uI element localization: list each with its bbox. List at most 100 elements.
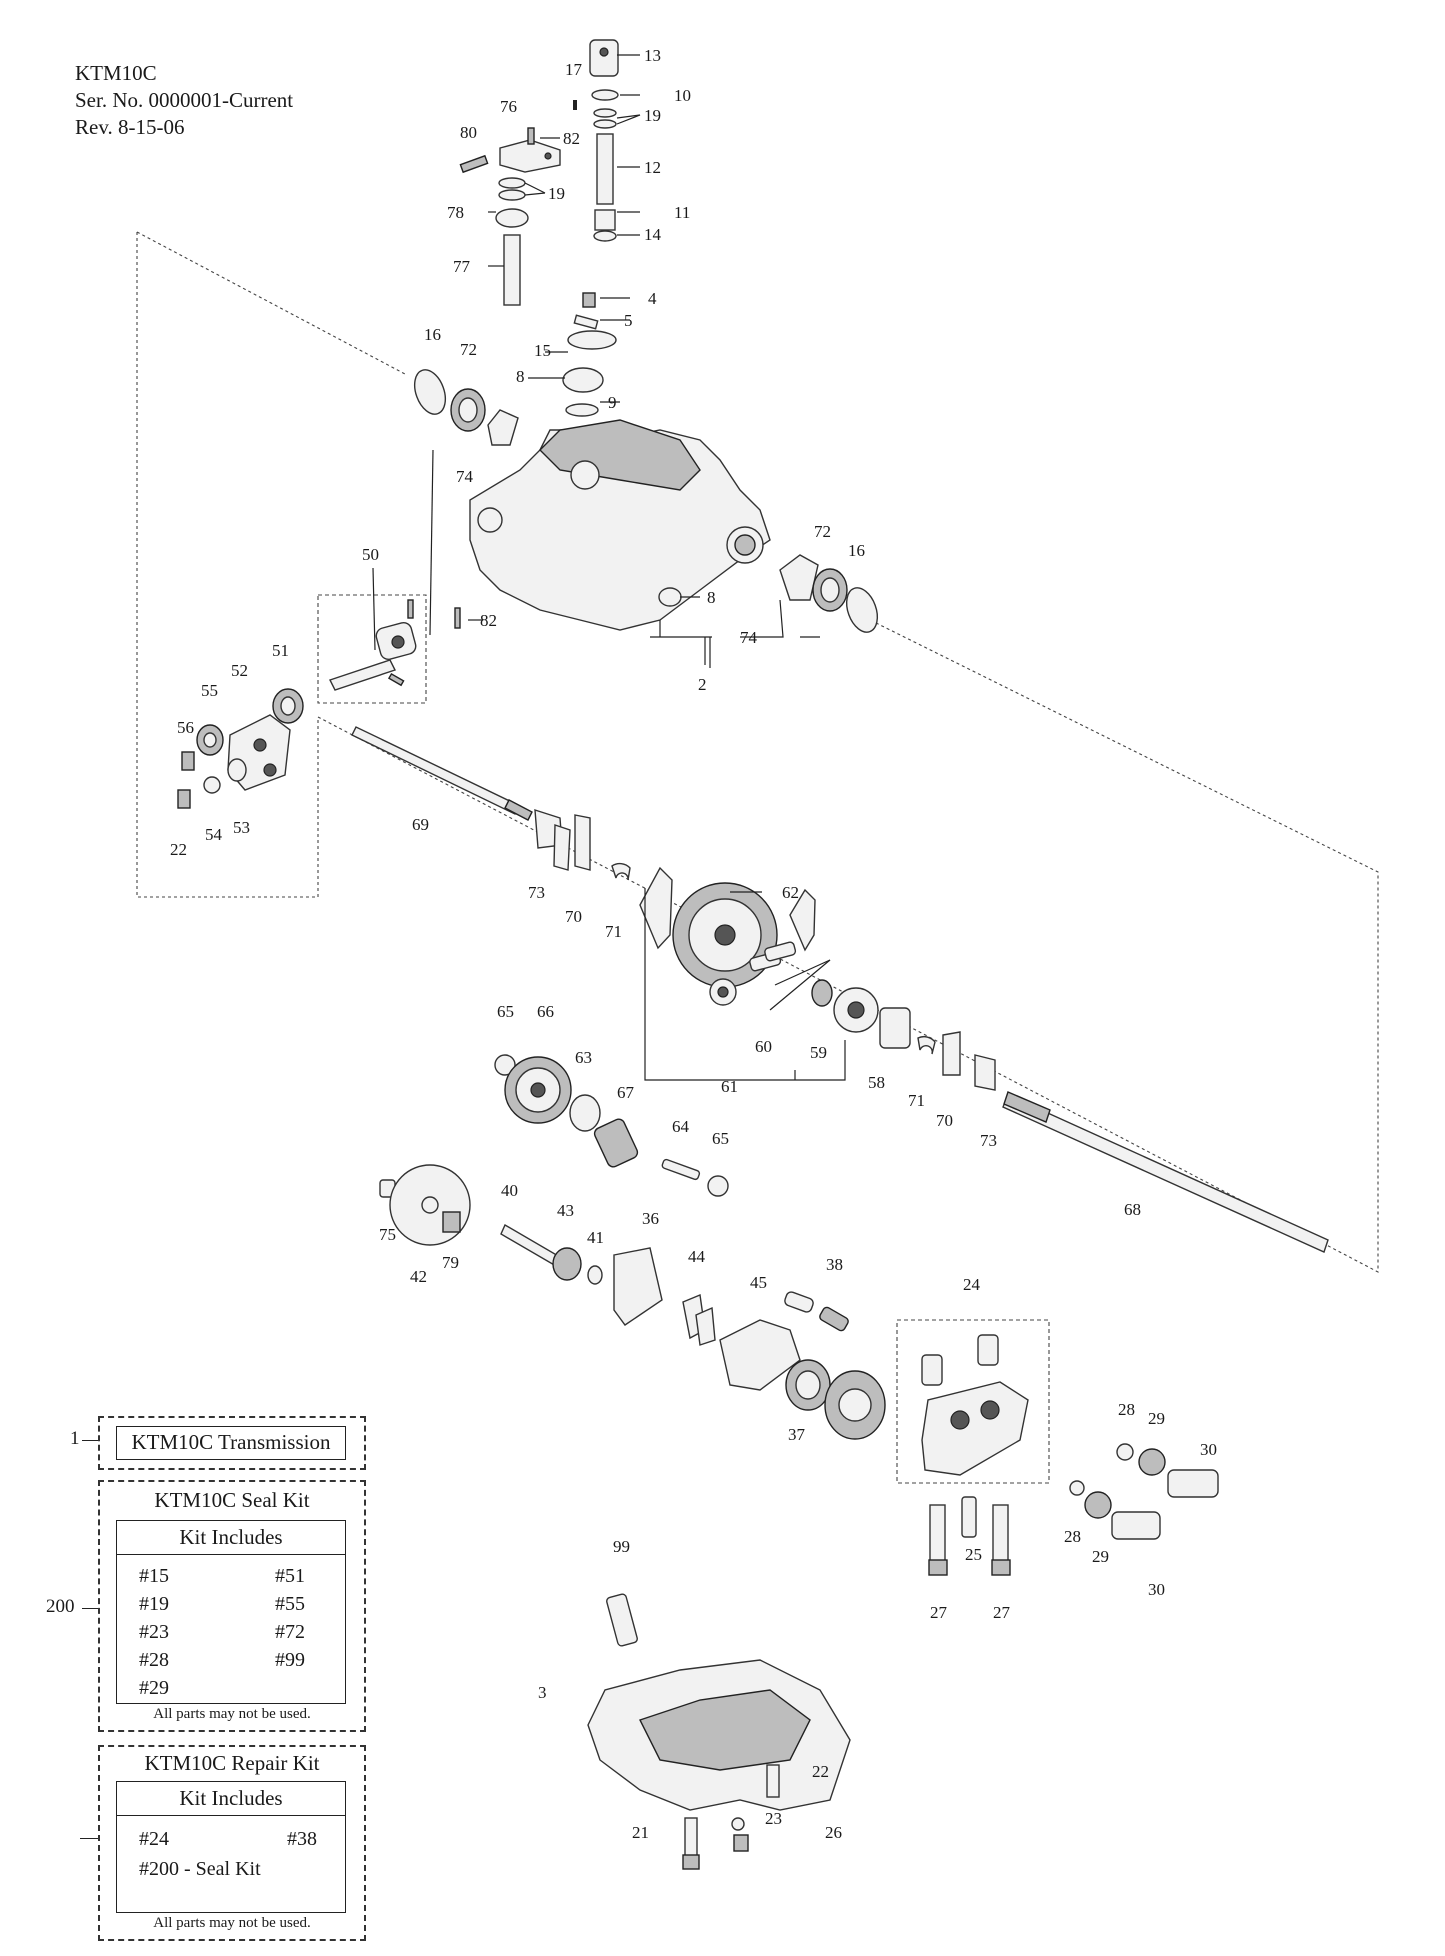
callout-13: 13 (644, 46, 661, 65)
callout-70-left: 70 (565, 907, 582, 926)
callout-66: 66 (537, 1002, 554, 1021)
callout-29-lower: 29 (1092, 1547, 1109, 1566)
seal-kit-inner: Kit Includes #15 #19 #23 #28 #29 #51 #55… (116, 1520, 346, 1704)
callout-45: 45 (750, 1273, 767, 1292)
callout-22-left: 22 (170, 840, 187, 859)
callout-52: 52 (231, 661, 248, 680)
kit-number-seal: 200 (46, 1596, 75, 1617)
repair-kit-subtitle: Kit Includes (179, 1786, 283, 1810)
callout-28-lower: 28 (1064, 1527, 1081, 1546)
reduction-gear-group (494, 1054, 729, 1197)
callout-36: 36 (642, 1209, 659, 1228)
callout-37: 37 (788, 1425, 806, 1444)
seal-kit-item: #72 (275, 1621, 305, 1643)
callout-28-top: 28 (1118, 1400, 1135, 1419)
axle-shaft-right (1002, 1091, 1329, 1253)
callout-55: 55 (201, 681, 218, 700)
repair-kit-item: #200 - Seal Kit (139, 1858, 261, 1880)
repair-kit-item: #24 (139, 1828, 169, 1850)
kit-leader-200 (82, 1608, 98, 1609)
repair-kit-box: KTM10C Repair Kit Kit Includes #24 #38 #… (98, 1745, 366, 1941)
callout-8-top: 8 (516, 367, 525, 386)
callout-62: 62 (782, 883, 799, 902)
revision-date: Rev. 8-15-06 (75, 115, 185, 139)
control-arm-parts (459, 39, 619, 306)
seal-kit-item: #15 (139, 1565, 169, 1587)
callout-9: 9 (608, 393, 617, 412)
callout-59: 59 (810, 1043, 827, 1062)
callout-21: 21 (632, 1823, 649, 1842)
seal-kit-item: #28 (139, 1649, 169, 1671)
transmission-kit-title: KTM10C Transmission (131, 1430, 331, 1454)
input-shaft-group (379, 1164, 886, 1440)
callout-72-left: 72 (460, 340, 477, 359)
callout-17: 17 (565, 60, 583, 79)
seal-kit-item: #23 (139, 1621, 169, 1643)
callout-27-right: 27 (993, 1603, 1011, 1622)
differential-group (611, 862, 996, 1091)
callout-69: 69 (412, 815, 429, 834)
seal-kit-item: #99 (275, 1649, 305, 1671)
callout-30-lower: 30 (1148, 1580, 1165, 1599)
lower-housing (587, 1593, 851, 1870)
callout-40: 40 (501, 1181, 518, 1200)
left-bearing-stack (413, 369, 519, 446)
callout-71-left: 71 (605, 922, 622, 941)
callout-80: 80 (460, 123, 477, 142)
seal-kit-item: #55 (275, 1593, 305, 1615)
kit-leader-repair (80, 1838, 98, 1839)
kit-leader-1 (82, 1440, 98, 1441)
kit-number-transmission: 1 (70, 1428, 80, 1449)
callout-51: 51 (272, 641, 289, 660)
serial-number: Ser. No. 0000001-Current (75, 88, 294, 112)
repair-kit-note: All parts may not be used. (153, 1915, 311, 1931)
repair-kit-item: #38 (287, 1828, 317, 1850)
callout-22-lower: 22 (812, 1762, 829, 1781)
callout-68: 68 (1124, 1200, 1141, 1219)
seal-kit-item: #51 (275, 1565, 305, 1587)
callout-24: 24 (963, 1275, 981, 1294)
callout-30-top: 30 (1200, 1440, 1217, 1459)
callout-65-lower: 65 (712, 1129, 729, 1148)
callout-29-top: 29 (1148, 1409, 1165, 1428)
callout-71-right: 71 (908, 1091, 925, 1110)
callout-26: 26 (825, 1823, 842, 1842)
callout-41: 41 (587, 1228, 604, 1247)
bracket-plate-group (177, 688, 304, 809)
callout-53: 53 (233, 818, 250, 837)
callout-54: 54 (205, 825, 223, 844)
callout-74-right: 74 (740, 628, 758, 647)
callout-27-left: 27 (930, 1603, 948, 1622)
callout-19-mid: 19 (548, 184, 565, 203)
callout-75: 75 (379, 1225, 396, 1244)
callout-70-right: 70 (936, 1111, 953, 1130)
callout-78: 78 (447, 203, 464, 222)
callout-14: 14 (644, 225, 662, 244)
callout-5: 5 (624, 311, 633, 330)
callout-23: 23 (765, 1809, 782, 1828)
callout-76: 76 (500, 97, 517, 116)
callout-82-lower: 82 (480, 611, 497, 630)
callout-50: 50 (362, 545, 379, 564)
callout-2: 2 (698, 675, 707, 694)
seal-kit-item: #29 (139, 1677, 169, 1699)
callout-74-left: 74 (456, 467, 474, 486)
axle-shaft-left (351, 726, 591, 871)
callout-64: 64 (672, 1117, 690, 1136)
callout-63: 63 (575, 1048, 592, 1067)
callout-16-left: 16 (424, 325, 441, 344)
callout-67: 67 (617, 1083, 635, 1102)
callout-labels: 13 17 10 19 76 82 80 12 19 78 11 14 77 4… (170, 46, 1217, 1842)
callout-56: 56 (177, 718, 194, 737)
callout-79: 79 (442, 1253, 459, 1272)
callout-99: 99 (613, 1537, 630, 1556)
seal-kit-subtitle: Kit Includes (179, 1525, 283, 1549)
seal-kit-title: KTM10C Seal Kit (154, 1488, 310, 1512)
model-title: KTM10C (75, 61, 157, 85)
callout-12: 12 (644, 158, 661, 177)
callout-77: 77 (453, 257, 471, 276)
callout-60: 60 (755, 1037, 772, 1056)
repair-kit-title: KTM10C Repair Kit (144, 1751, 320, 1775)
assembly-outline (136, 231, 1379, 1273)
